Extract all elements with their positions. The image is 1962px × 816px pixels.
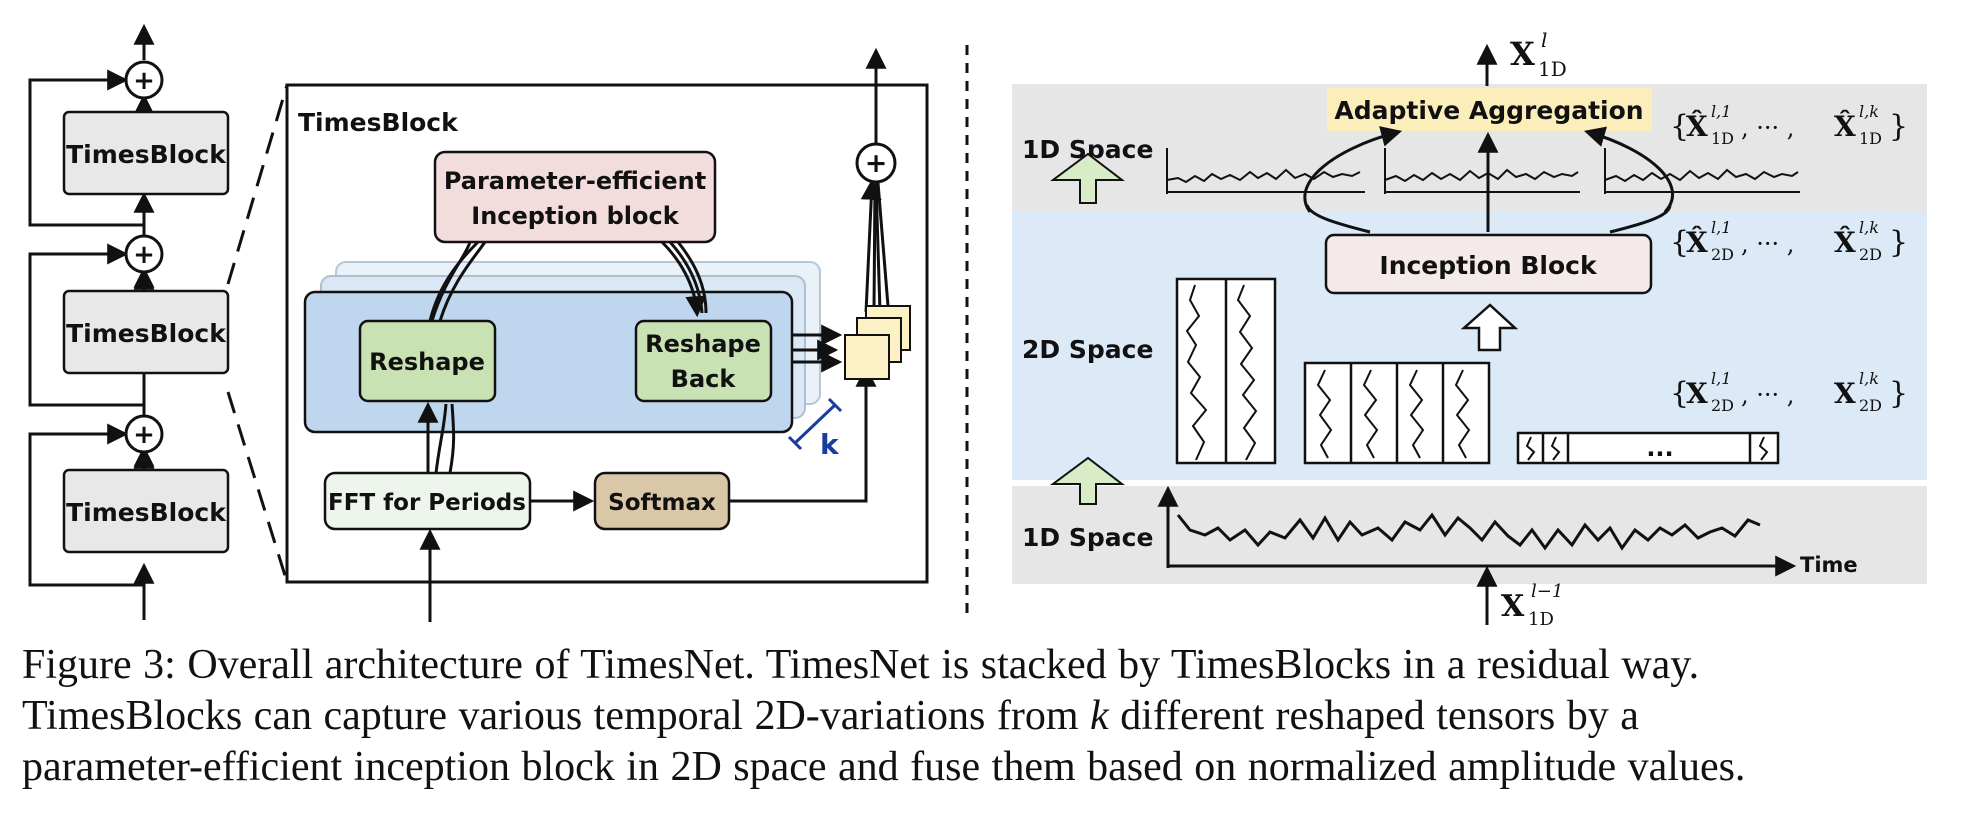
set-2d-hat: { X̂ l,1 2D , ··· , X̂ l,k 2D } [1670,218,1908,264]
svg-text:, ··· ,: , ··· , [1741,230,1794,258]
svg-text:Inception block: Inception block [471,202,679,230]
svg-text:X: X [1686,377,1708,410]
caption-k-variable: k [1090,693,1109,739]
softmax-box: Softmax [593,471,731,531]
svg-text:X: X [1510,35,1535,73]
svg-text:X: X [1834,377,1856,410]
svg-text:2D: 2D [1859,396,1882,415]
space-label-mid: 2D Space [1022,335,1153,364]
svg-text:Parameter-efficient: Parameter-efficient [444,167,706,195]
svg-text:k: k [820,428,840,461]
space-label-bottom: 1D Space [1022,523,1153,552]
svg-text:+: + [865,148,888,179]
adaptive-aggregation-box: Adaptive Aggregation [1327,88,1652,131]
k-dimension-marker: k [787,397,843,461]
svg-text:X̂: X̂ [1686,110,1708,143]
timesblock-box: TimesBlock [62,468,230,554]
timesblock-box: TimesBlock [62,110,230,196]
svg-text:TimesBlock: TimesBlock [66,140,227,169]
caption-line-3: parameter-efficient inception block in 2… [22,744,1746,790]
figure-caption: Figure 3: Overall architecture of TimesN… [22,640,1942,793]
svg-text:, ··· ,: , ··· , [1741,381,1794,409]
output-label: X l 1D [1510,28,1567,81]
svg-text:l,k: l,k [1859,102,1879,121]
svg-text:2D: 2D [1711,396,1734,415]
svg-text:Softmax: Softmax [608,490,716,516]
svg-text:, ··· ,: , ··· , [1741,114,1794,142]
svg-text:l,k: l,k [1859,369,1879,388]
svg-text:l,k: l,k [1859,218,1879,237]
reshape-back-box: Reshape Back [634,319,773,403]
zoom-guide-lines [226,84,289,583]
svg-text:X̂: X̂ [1686,226,1708,259]
svg-text:l: l [1541,28,1547,52]
svg-text:TimesBlock: TimesBlock [66,319,227,348]
mini-series-plots [1166,148,1800,194]
svg-text:2D: 2D [1859,245,1882,264]
tensor-2d-medium [1303,361,1491,465]
svg-text:Reshape: Reshape [369,348,485,376]
up-arrow-icon [1049,456,1125,505]
svg-text:+: + [133,420,155,450]
tensor-2d-small: ... [1516,431,1780,465]
plus-circle-icon: + [124,414,164,454]
fft-for-periods-box: FFT for Periods [323,471,532,531]
svg-text:{: { [1670,109,1689,144]
inception-block-box: Inception Block [1324,233,1653,295]
right-panel: 1D Space 2D Space 1D Space Adaptive Aggr… [1012,28,1927,630]
svg-text:Back: Back [671,365,737,393]
svg-text:+: + [133,240,155,270]
up-arrow-icon [1460,303,1519,352]
svg-text:}: } [1889,376,1908,411]
mini-series-3 [1604,148,1800,194]
time-axis-label: Time [1800,553,1858,577]
svg-text:...: ... [1646,434,1673,462]
svg-text:Inception Block: Inception Block [1379,251,1598,280]
svg-text:}: } [1889,109,1908,144]
svg-text:l,1: l,1 [1711,369,1731,388]
svg-text:1D: 1D [1859,129,1882,148]
caption-line-2: TimesBlocks can capture various temporal… [22,693,1639,739]
mini-series-2 [1384,148,1580,194]
left-plus-nodes: + + + [124,60,164,454]
svg-text:l−1: l−1 [1531,581,1563,602]
svg-text:X̂: X̂ [1834,226,1856,259]
set-2d: { X l,1 2D , ··· , X l,k 2D } [1670,369,1908,415]
svg-text:X: X [1501,589,1525,624]
set-1d-hat: { X̂ l,1 1D , ··· , X̂ l,k 1D } [1670,102,1908,148]
reshape-box: Reshape [358,319,497,403]
svg-text:l,1: l,1 [1711,102,1731,121]
svg-text:2D: 2D [1711,245,1734,264]
plus-circle-icon: + [124,234,164,274]
svg-text:1D: 1D [1538,57,1567,81]
svg-text:{: { [1670,376,1689,411]
plus-circle-icon: + [855,142,897,184]
timesblock-detail: TimesBlock Parameter-efficient Inception… [285,47,929,622]
weighted-outputs-stack [844,305,911,380]
svg-text:+: + [133,66,155,96]
svg-text:{: { [1670,225,1689,260]
up-arrow-icon [1049,152,1125,204]
svg-text:X̂: X̂ [1834,110,1856,143]
svg-text:l,1: l,1 [1711,218,1731,237]
svg-text:1D: 1D [1528,609,1554,630]
left-timesblocks: TimesBlock TimesBlock TimesBlock [62,110,230,554]
input-label: X l−1 1D [1501,581,1563,630]
svg-text:FFT for Periods: FFT for Periods [328,490,526,516]
timesblock-box: TimesBlock [62,289,230,375]
svg-text:TimesBlock: TimesBlock [66,498,227,527]
parameter-efficient-inception-block: Parameter-efficient Inception block [433,150,717,244]
caption-line-1: Figure 3: Overall architecture of TimesN… [22,642,1700,688]
svg-text:Adaptive Aggregation: Adaptive Aggregation [1334,96,1643,125]
mini-series-1 [1166,148,1365,194]
svg-text:1D: 1D [1711,129,1734,148]
svg-text:Reshape: Reshape [645,330,761,358]
plus-circle-icon: + [124,60,164,100]
svg-text:}: } [1889,225,1908,260]
timesblock-frame-title: TimesBlock [298,108,459,137]
tensor-2d-large [1175,277,1277,465]
